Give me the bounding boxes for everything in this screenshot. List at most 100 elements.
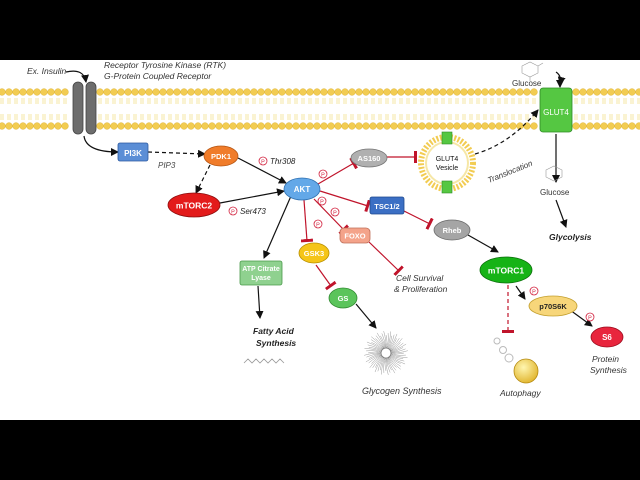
gsk3-node: GSK3: [298, 242, 330, 264]
cell-membrane: [0, 88, 640, 130]
glucose-molecule-icon: [545, 165, 563, 182]
glycogen-synthesis-label: Glycogen Synthesis: [362, 386, 442, 396]
phospho-letter: P: [588, 316, 592, 322]
vesicle-label-line2: Vesicle: [436, 165, 458, 172]
phospho-s6-icon: P: [585, 312, 595, 322]
edge-mtorc1-p70s6k: [515, 285, 526, 300]
edge-insulin-receptor: [65, 70, 89, 83]
ser473-label: Ser473: [240, 207, 266, 216]
gpcr-label: G-Protein Coupled Receptor: [104, 71, 212, 81]
phospho-letter: P: [231, 210, 235, 216]
phospho-thr308-icon: P: [258, 156, 268, 166]
foxo-label: FOXO: [344, 232, 365, 241]
cell-survival-label-line2: & Proliferation: [394, 284, 448, 294]
gs-label: GS: [338, 294, 349, 303]
edge-glucose-in: [555, 71, 566, 85]
pathway-edges: [65, 70, 593, 333]
translocation-label: Translocation: [486, 159, 534, 185]
phospho-letter: P: [333, 211, 337, 217]
phospho-letter: P: [316, 223, 320, 229]
edge-p70s6k-s6: [569, 309, 593, 327]
s6-label: S6: [602, 333, 612, 342]
fatty-acid-chain-icon: [243, 358, 285, 364]
pi3k-node: PI3K: [117, 142, 149, 162]
edge-mtorc2-akt: [219, 188, 285, 204]
vesicle-label-line1: GLUT4: [436, 156, 459, 163]
mtorc1-node: mTORC1: [479, 256, 533, 284]
glucose-top-label: Glucose: [512, 79, 542, 88]
autophagy-icon: [493, 337, 539, 384]
as160-node: AS160: [350, 148, 388, 168]
phospho-akt-1-icon: P: [318, 169, 328, 179]
p70s6k-label: p70S6K: [539, 302, 567, 311]
glut4-vesicle: GLUT4 Vesicle: [418, 131, 476, 194]
fatty-acid-label-line1: Fatty Acid: [253, 326, 295, 336]
as160-label: AS160: [358, 154, 381, 163]
p70s6k-node: p70S6K: [528, 295, 578, 317]
phospho-ser473-icon: P: [228, 206, 238, 216]
mtorc2-node: mTORC2: [167, 192, 221, 218]
tsc-label: TSC1/2: [374, 202, 399, 211]
akt-phospho-icons: P P P P: [313, 169, 340, 229]
atp-citrate-label-line1: ATP Citrate: [242, 266, 280, 273]
tsc-node: TSC1/2: [369, 196, 405, 215]
cell-survival-label-line1: Cell Survival: [396, 273, 444, 283]
phospho-letter: P: [321, 173, 325, 179]
gs-node: GS: [328, 287, 358, 309]
edge-pdk1-akt: [237, 157, 287, 184]
glut4-label: GLUT4: [543, 108, 569, 117]
edge-pdk1-mtorc2: [195, 164, 211, 194]
rheb-label: Rheb: [443, 226, 462, 235]
edge-foxo-survival: [368, 241, 404, 277]
akt-label: AKT: [294, 185, 311, 194]
phospho-p70-icon: P: [529, 286, 539, 296]
phospho-akt-4-icon: P: [313, 219, 323, 229]
atp-citrate-lyase-node: ATP Citrate Lyase: [239, 260, 283, 286]
edge-receptor-pi3k: [83, 135, 119, 156]
glycogen-icon: [364, 331, 408, 375]
gsk3-label: GSK3: [304, 249, 324, 258]
phospho-letter: P: [320, 200, 324, 206]
akt-node: AKT: [283, 177, 321, 201]
rheb-node: Rheb: [433, 219, 471, 241]
glucose-molecule-icon: [521, 61, 544, 81]
glycolysis-label: Glycolysis: [549, 232, 592, 242]
glut4-transporter: GLUT4: [539, 87, 573, 133]
edge-akt-gsk3: [300, 199, 314, 243]
phospho-letter: P: [261, 160, 265, 166]
edge-pi3k-pdk1: [147, 149, 206, 158]
edge-translocation: [474, 109, 539, 155]
phospho-akt-3-icon: P: [330, 207, 340, 217]
glucose-in-label: Glucose: [540, 188, 570, 197]
edge-tsc-rheb: [403, 210, 434, 230]
edge-akt-tsc: [319, 190, 371, 213]
phospho-letter: P: [532, 290, 536, 296]
pdk1-node: PDK1: [203, 145, 239, 167]
mtorc1-label: mTORC1: [488, 266, 524, 276]
diagram-canvas: GLUT4 GLUT4 Vesicle: [0, 60, 640, 420]
edge-atpcl-fatty: [255, 285, 264, 319]
protein-synthesis-label-line1: Protein: [592, 354, 619, 364]
fatty-acid-label-line2: Synthesis: [256, 338, 296, 348]
thr308-label: Thr308: [270, 157, 296, 166]
mtorc2-label: mTORC2: [176, 201, 212, 211]
pathway-diagram: GLUT4 GLUT4 Vesicle: [0, 60, 640, 398]
edge-gs-glycogen: [355, 303, 377, 329]
edge-gsk3-gs: [315, 264, 337, 291]
phospho-akt-2-icon: P: [317, 196, 327, 206]
edge-akt-atpcl: [263, 195, 292, 259]
s6-node: S6: [590, 326, 624, 348]
edge-akt-as160: [317, 157, 358, 185]
rtk-label: Receptor Tyrosine Kinase (RTK): [104, 60, 226, 70]
receptor-icon: [72, 81, 97, 135]
insulin-label: Ex. Insulin: [27, 66, 66, 76]
pdk1-label: PDK1: [211, 152, 231, 161]
protein-synthesis-label-line2: Synthesis: [590, 365, 628, 375]
autophagy-label: Autophagy: [499, 388, 541, 398]
edge-glucose-glycolysis: [555, 199, 568, 228]
pip3-label: PIP3: [158, 161, 176, 170]
foxo-node: FOXO: [339, 227, 371, 244]
edge-rheb-mtorc1: [467, 234, 499, 253]
pi3k-label: PI3K: [124, 149, 142, 158]
atp-citrate-label-line2: Lyase: [251, 275, 271, 282]
